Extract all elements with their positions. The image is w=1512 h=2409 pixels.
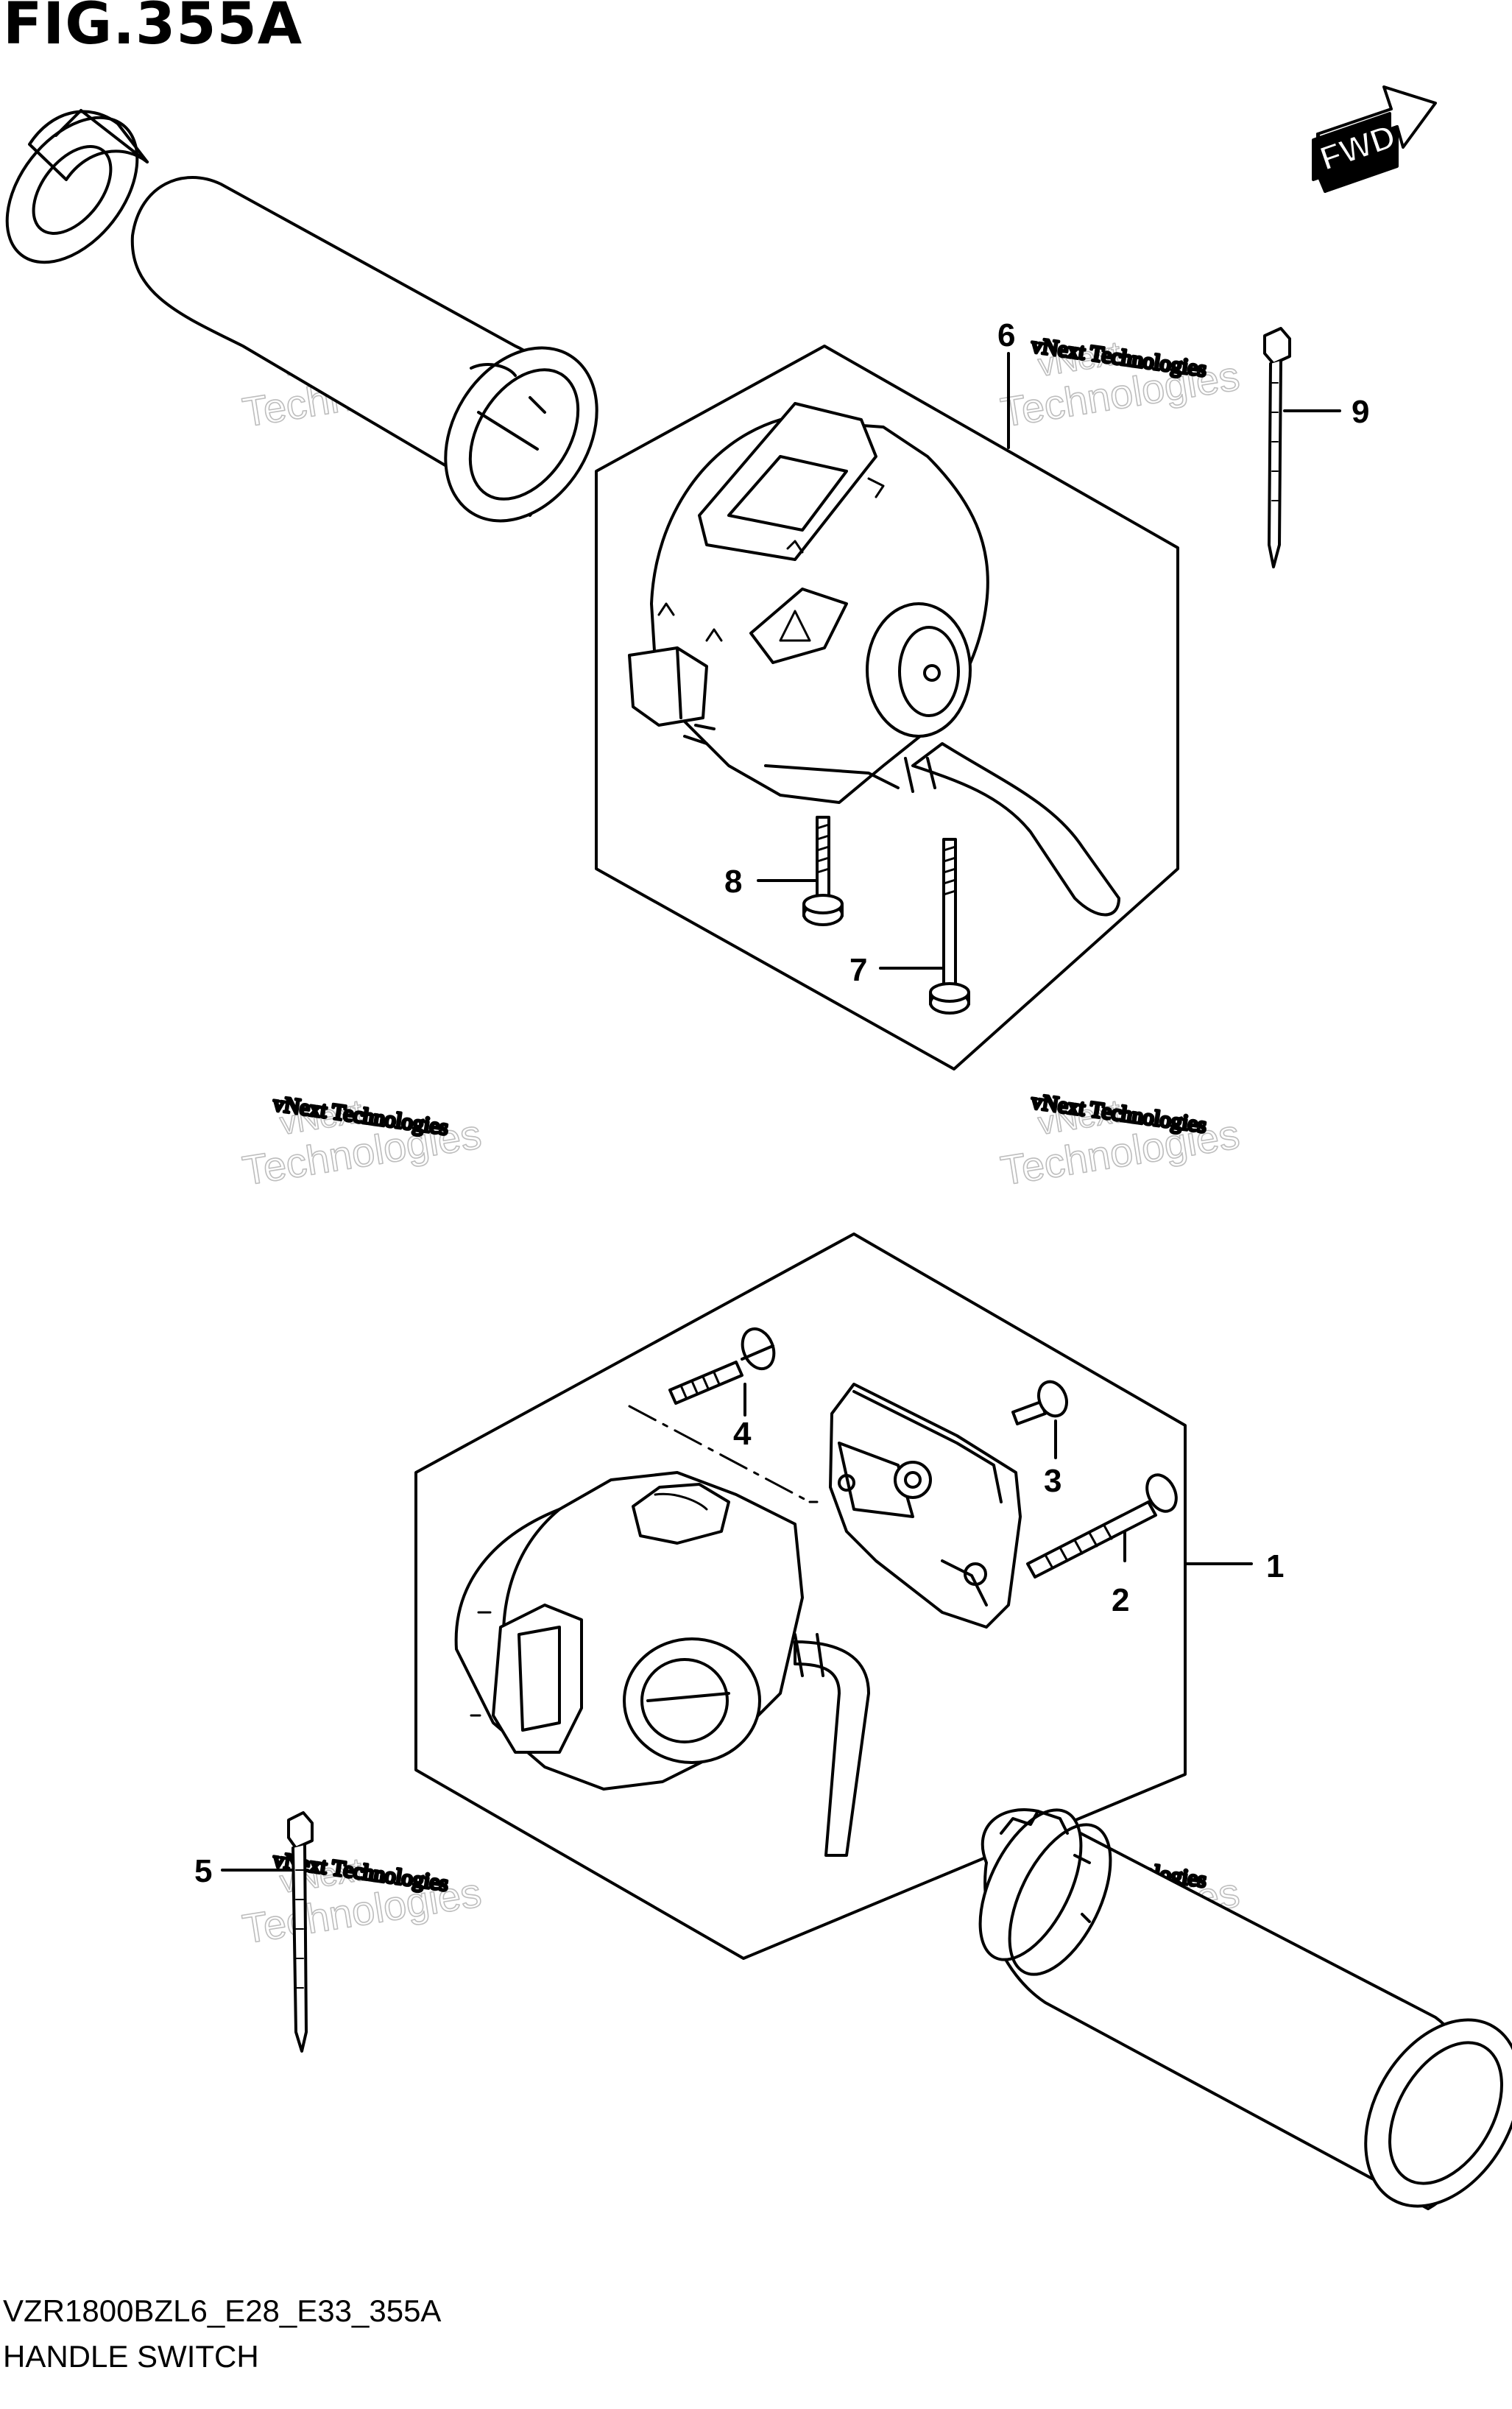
screw-4	[668, 1327, 776, 1405]
figure-name: HANDLE SWITCH	[3, 2339, 259, 2374]
screw-8	[802, 816, 844, 926]
left-grip	[5, 109, 598, 523]
callout-5: 5	[194, 1853, 212, 1889]
right-switch-cable	[794, 1633, 870, 1857]
right-switch-housing	[454, 1471, 804, 1791]
callout-8: 8	[724, 864, 742, 900]
callout-3: 3	[1044, 1463, 1061, 1499]
callouts: 6 9 8 7 4 3 2 1 5	[194, 317, 1369, 1889]
figure-code: VZR1800BZL6_E28_E33_355A	[3, 2293, 442, 2328]
right-grip	[978, 1808, 1512, 2210]
figure-title: FIG.355A	[3, 0, 303, 57]
fwd-arrow-icon: FWD	[1312, 85, 1437, 193]
callout-1: 1	[1266, 1548, 1284, 1584]
assembly-outline-6	[595, 345, 1179, 1071]
callout-6: 6	[997, 317, 1015, 353]
callout-7: 7	[849, 952, 867, 988]
cable-tie-5	[287, 1811, 314, 2053]
screw-7	[929, 838, 970, 1015]
callout-9: 9	[1352, 394, 1369, 430]
callout-4: 4	[733, 1416, 752, 1452]
screw-2	[1026, 1473, 1178, 1579]
assembly-outline-1	[414, 1232, 1187, 1960]
cable-tie-9	[1263, 327, 1291, 568]
left-switch-housing	[628, 402, 989, 804]
screw-3	[1011, 1380, 1068, 1425]
callout-2: 2	[1112, 1582, 1129, 1618]
switch-cable	[904, 742, 1120, 917]
switch-clamp	[829, 1383, 1022, 1629]
